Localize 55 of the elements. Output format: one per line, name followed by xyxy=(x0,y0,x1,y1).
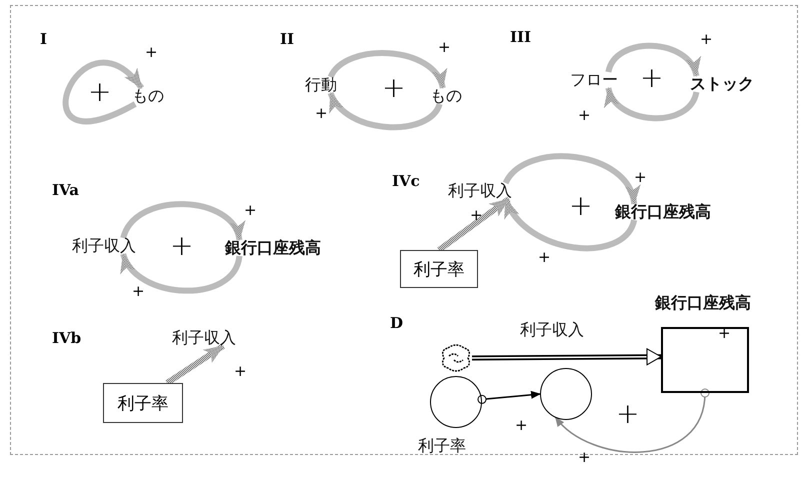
variable-label: もの xyxy=(430,88,462,104)
flow-pipe xyxy=(472,348,662,366)
variable-label: 銀行口座残高 xyxy=(225,240,321,256)
polarity-sign: + xyxy=(569,192,592,220)
loop-arrow xyxy=(606,87,700,122)
variable-label: フロー xyxy=(570,72,618,88)
variable-label: 利子率 xyxy=(418,438,466,454)
polarity-sign: + xyxy=(244,203,257,218)
loop-arrow xyxy=(606,42,700,77)
variable-label: 利子収入 xyxy=(72,238,136,254)
stock-label: 銀行口座残高 xyxy=(655,295,751,311)
variable-label: 行動 xyxy=(305,77,337,93)
loop-arrow xyxy=(328,92,442,130)
loop-arrow xyxy=(120,252,242,294)
panel-label: IVc xyxy=(392,174,420,189)
polarity-sign: + xyxy=(634,170,647,185)
panel-label: IVa xyxy=(52,183,79,198)
link-arrow xyxy=(478,390,541,404)
panel-label: IVb xyxy=(52,331,82,346)
polarity-sign: + xyxy=(315,106,328,121)
variable-label: ストック xyxy=(690,76,754,92)
polarity-sign: + xyxy=(640,64,664,92)
polarity-sign: + xyxy=(470,208,483,223)
polarity-sign: + xyxy=(515,418,528,433)
polarity-sign: + xyxy=(145,45,158,60)
polarity-sign: + xyxy=(718,326,731,341)
panel-label: D xyxy=(390,316,404,331)
panel-label: III xyxy=(510,30,532,45)
polarity-sign: + xyxy=(538,250,551,265)
loop-arrow xyxy=(62,60,144,124)
variable-label: 利子収入 xyxy=(172,330,236,346)
loop-arrow xyxy=(328,50,446,90)
loop-arrow xyxy=(120,201,242,241)
polarity-sign: + xyxy=(616,400,640,428)
causal-arrow xyxy=(165,344,225,386)
panel-label: I xyxy=(40,32,48,47)
parameter-box: 利子率 xyxy=(103,383,183,423)
polarity-sign: + xyxy=(578,108,591,123)
polarity-sign: + xyxy=(578,450,591,465)
polarity-sign: + xyxy=(88,78,112,106)
polarity-sign: + xyxy=(700,32,713,47)
polarity-sign: + xyxy=(234,364,247,379)
variable-label: もの xyxy=(132,88,164,104)
link-arrow xyxy=(554,388,710,453)
variable-label: 利子収入 xyxy=(448,183,512,199)
panel-label: II xyxy=(280,32,294,47)
loop-arrow xyxy=(502,198,637,252)
polarity-sign: + xyxy=(382,74,406,102)
causal-arrow xyxy=(437,196,511,252)
polarity-sign: + xyxy=(132,284,145,299)
polarity-sign: + xyxy=(438,40,451,55)
polarity-sign: + xyxy=(170,232,194,260)
variable-label: 銀行口座残高 xyxy=(615,204,711,220)
variable-label: 利子収入 xyxy=(520,322,584,338)
parameter-box: 利子率 xyxy=(400,250,478,288)
